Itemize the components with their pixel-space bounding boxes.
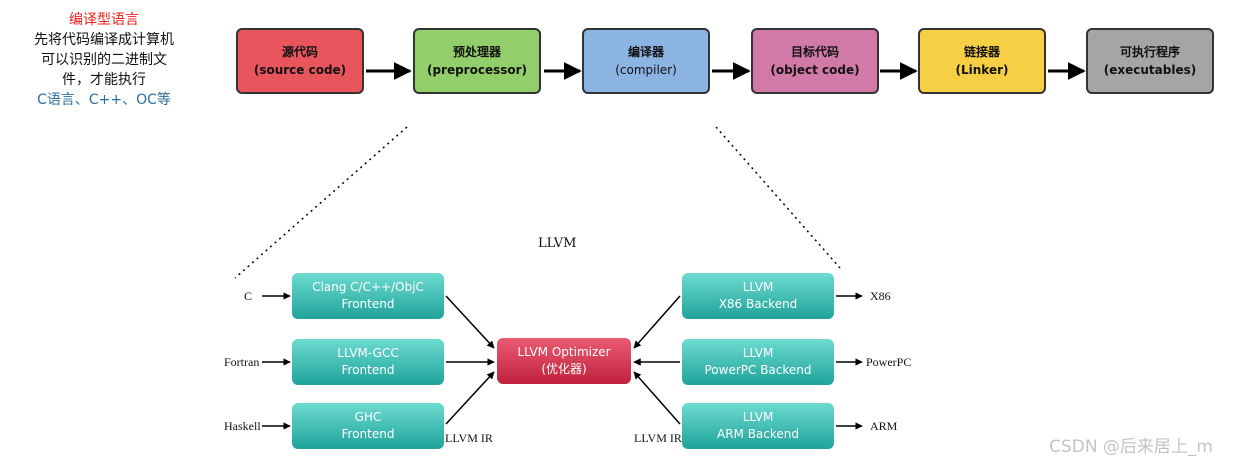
optimizer-line1: LLVM Optimizer xyxy=(517,345,611,359)
frontend-arrow-3 xyxy=(445,371,495,425)
llvm-title: LLVM xyxy=(538,236,577,251)
input-label-haskell: Haskell xyxy=(224,419,261,433)
zoom-line-left xyxy=(234,126,408,279)
frontend-line2: Frontend xyxy=(341,297,395,311)
backend-arrow-3 xyxy=(633,371,681,425)
frontend-line1: Clang C/C++/ObjC xyxy=(312,280,424,294)
backend-line1: LLVM xyxy=(742,410,774,424)
zoom-line-right xyxy=(715,126,841,269)
frontend-arrow-1 xyxy=(445,295,495,349)
backend-line2: X86 Backend xyxy=(718,297,798,311)
output-label-x86: X86 xyxy=(870,289,891,303)
frontend-line2: Frontend xyxy=(341,363,395,377)
stage-compiler: 编译器 (compiler) xyxy=(582,28,710,94)
input-label-fortran: Fortran xyxy=(224,355,260,369)
intro-line-3: 件，才能执行 xyxy=(62,72,146,88)
stage-title: 目标代码 xyxy=(790,45,839,59)
intro-examples: C语言、C++、OC等 xyxy=(37,92,171,108)
stage-title: 源代码 xyxy=(281,45,318,59)
backend-x86: LLVM X86 Backend xyxy=(682,273,834,319)
stage-source-code: 源代码 (source code) xyxy=(236,28,364,94)
stage-title: 可执行程序 xyxy=(1119,45,1180,59)
backend-line1: LLVM xyxy=(742,346,774,360)
ir-label-right: LLVM IR xyxy=(634,431,682,445)
stage-linker: 链接器 (Linker) xyxy=(918,28,1046,94)
stage-subtitle: (source code) xyxy=(253,63,347,77)
stage-title: 链接器 xyxy=(963,45,1000,59)
frontend-line1: LLVM-GCC xyxy=(337,346,399,360)
frontend-ghc: GHC Frontend xyxy=(292,403,444,449)
stage-subtitle: (Linker) xyxy=(955,63,1009,77)
output-label-powerpc: PowerPC xyxy=(866,355,912,369)
stage-subtitle: (preprocessor) xyxy=(426,63,528,77)
backend-powerpc: LLVM PowerPC Backend xyxy=(682,339,834,385)
frontend-line1: GHC xyxy=(354,410,382,424)
backend-arm: LLVM ARM Backend xyxy=(682,403,834,449)
ir-label-left: LLVM IR xyxy=(445,431,493,445)
stage-preprocessor: 预处理器 (preprocessor) xyxy=(413,28,541,94)
stage-object-code: 目标代码 (object code) xyxy=(751,28,879,94)
backend-line2: PowerPC Backend xyxy=(704,363,812,377)
backend-line2: ARM Backend xyxy=(716,427,800,441)
intro-text: 编译型语言 先将代码编译成计算机 可以识别的二进制文 件，才能执行 C语言、C+… xyxy=(14,10,194,110)
output-label-arm: ARM xyxy=(870,419,898,433)
stage-subtitle: (object code) xyxy=(770,63,860,77)
backend-line1: LLVM xyxy=(742,280,774,294)
frontend-llvm-gcc: LLVM-GCC Frontend xyxy=(292,339,444,385)
frontend-clang: Clang C/C++/ObjC Frontend xyxy=(292,273,444,319)
stage-title: 预处理器 xyxy=(452,45,501,59)
intro-heading: 编译型语言 xyxy=(69,12,139,28)
stage-subtitle: (executables) xyxy=(1103,63,1197,77)
intro-line-2: 可以识别的二进制文 xyxy=(41,52,167,68)
frontend-line2: Frontend xyxy=(341,427,395,441)
stage-executables: 可执行程序 (executables) xyxy=(1086,28,1214,94)
optimizer-line2: (优化器) xyxy=(541,362,587,376)
intro-line-1: 先将代码编译成计算机 xyxy=(34,32,174,48)
stage-subtitle: (compiler) xyxy=(615,63,677,77)
watermark: CSDN @后来居上_m xyxy=(1049,437,1213,457)
backend-arrow-1 xyxy=(633,295,681,349)
stage-title: 编译器 xyxy=(627,45,664,59)
llvm-optimizer: LLVM Optimizer (优化器) xyxy=(497,338,631,384)
input-label-c: C xyxy=(244,289,253,303)
